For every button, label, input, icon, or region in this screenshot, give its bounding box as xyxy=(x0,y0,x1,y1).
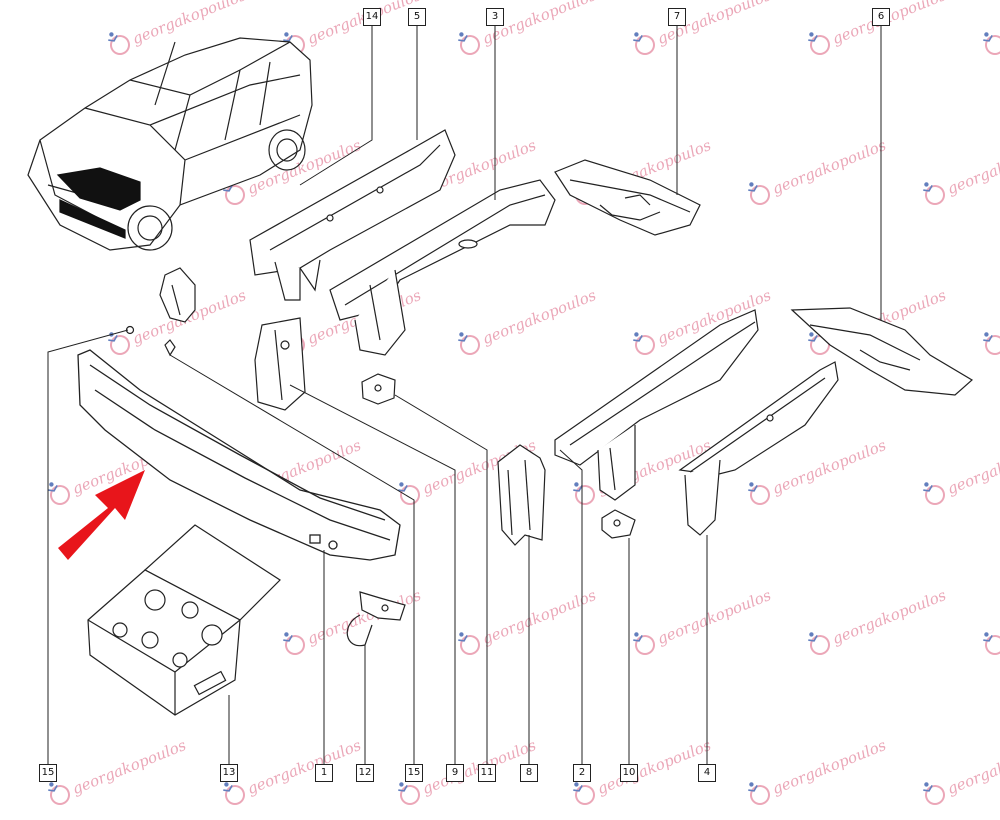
leader-line-11 xyxy=(394,394,488,764)
watermark: georgakopoulos xyxy=(629,0,774,58)
callout-2: 2 xyxy=(573,764,591,782)
part-bracket xyxy=(254,317,306,411)
watermark: georgakopoulos xyxy=(744,736,889,808)
callout-5: 5 xyxy=(408,8,426,26)
leader-line-5 xyxy=(47,329,129,764)
svg-text:georgakopoulos: georgakopoulos xyxy=(245,736,364,798)
leader-line-10 xyxy=(289,384,456,764)
watermark: georgakopoulos xyxy=(454,286,599,358)
watermark: georgakopoulos xyxy=(979,326,1000,358)
svg-text:georgakopoulos: georgakopoulos xyxy=(480,286,599,348)
watermark: georgakopoulos xyxy=(44,736,189,808)
svg-text:georgakopoulos: georgakopoulos xyxy=(70,736,189,798)
callout-7: 7 xyxy=(668,8,686,26)
svg-text:georgakopoulos: georgakopoulos xyxy=(480,586,599,648)
watermark: georgakopoulos xyxy=(569,736,714,808)
part-small-bracket xyxy=(361,373,396,405)
callout-13: 13 xyxy=(220,764,238,782)
svg-text:georgakopoulos: georgakopoulos xyxy=(945,136,1000,198)
callout-9: 9 xyxy=(446,764,464,782)
svg-text:georgakopoulos: georgakopoulos xyxy=(770,136,889,198)
part-front-side-member xyxy=(329,179,556,356)
watermark: georgakopoulos xyxy=(744,136,889,208)
svg-text:georgakopoulos: georgakopoulos xyxy=(595,736,714,798)
part-crash-box xyxy=(125,267,196,357)
callout-10: 10 xyxy=(620,764,638,782)
part-side-member-extension xyxy=(678,361,839,536)
part-plate xyxy=(601,509,636,539)
callout-15-left: 15 xyxy=(39,764,57,782)
watermark: georgakopoulos xyxy=(454,0,599,58)
leader-line-0 xyxy=(299,25,373,186)
watermark: georgakopoulos xyxy=(219,736,364,808)
leader-line-9 xyxy=(169,354,415,764)
part-side-bracket xyxy=(497,444,546,546)
part-lower-side-member xyxy=(554,309,759,501)
callout-15-right: 15 xyxy=(405,764,423,782)
watermark: georgakopoulos xyxy=(979,26,1000,58)
part-bumper-beam xyxy=(77,349,401,561)
svg-text:georgakopoulos: georgakopoulos xyxy=(945,736,1000,798)
direction-arrow xyxy=(58,470,145,560)
callout-1: 1 xyxy=(315,764,333,782)
callout-3: 3 xyxy=(486,8,504,26)
part-fitting-kit xyxy=(87,524,281,716)
svg-text:georgakopoulos: georgakopoulos xyxy=(770,436,889,498)
svg-text:georgakopoulos: georgakopoulos xyxy=(770,736,889,798)
svg-text:georgakopoulos: georgakopoulos xyxy=(830,586,949,648)
part-reinforcement-6 xyxy=(790,307,974,396)
callout-8: 8 xyxy=(520,764,538,782)
watermark: georgakopoulos xyxy=(804,586,949,658)
car-illustration xyxy=(27,37,313,251)
watermark: georgakopoulos xyxy=(279,586,424,658)
leader-lines xyxy=(47,25,882,764)
callout-4: 4 xyxy=(698,764,716,782)
callout-14: 14 xyxy=(363,8,381,26)
callout-11: 11 xyxy=(478,764,496,782)
leader-line-13 xyxy=(559,449,583,764)
watermark: georgakopoulos xyxy=(919,736,1000,808)
watermark: georgakopoulos xyxy=(454,586,599,658)
svg-text:georgakopoulos: georgakopoulos xyxy=(655,586,774,648)
watermark: georgakopoulos xyxy=(279,0,424,58)
part-upper-rail xyxy=(249,129,456,301)
watermark: georgakopoulos xyxy=(629,586,774,658)
svg-text:georgakopoulos: georgakopoulos xyxy=(945,436,1000,498)
watermark: georgakopoulos xyxy=(979,626,1000,658)
watermark: georgakopoulos xyxy=(919,136,1000,208)
callout-12: 12 xyxy=(356,764,374,782)
watermark: georgakopoulos xyxy=(919,436,1000,508)
callout-6: 6 xyxy=(872,8,890,26)
part-reinforcement-7 xyxy=(554,159,701,236)
